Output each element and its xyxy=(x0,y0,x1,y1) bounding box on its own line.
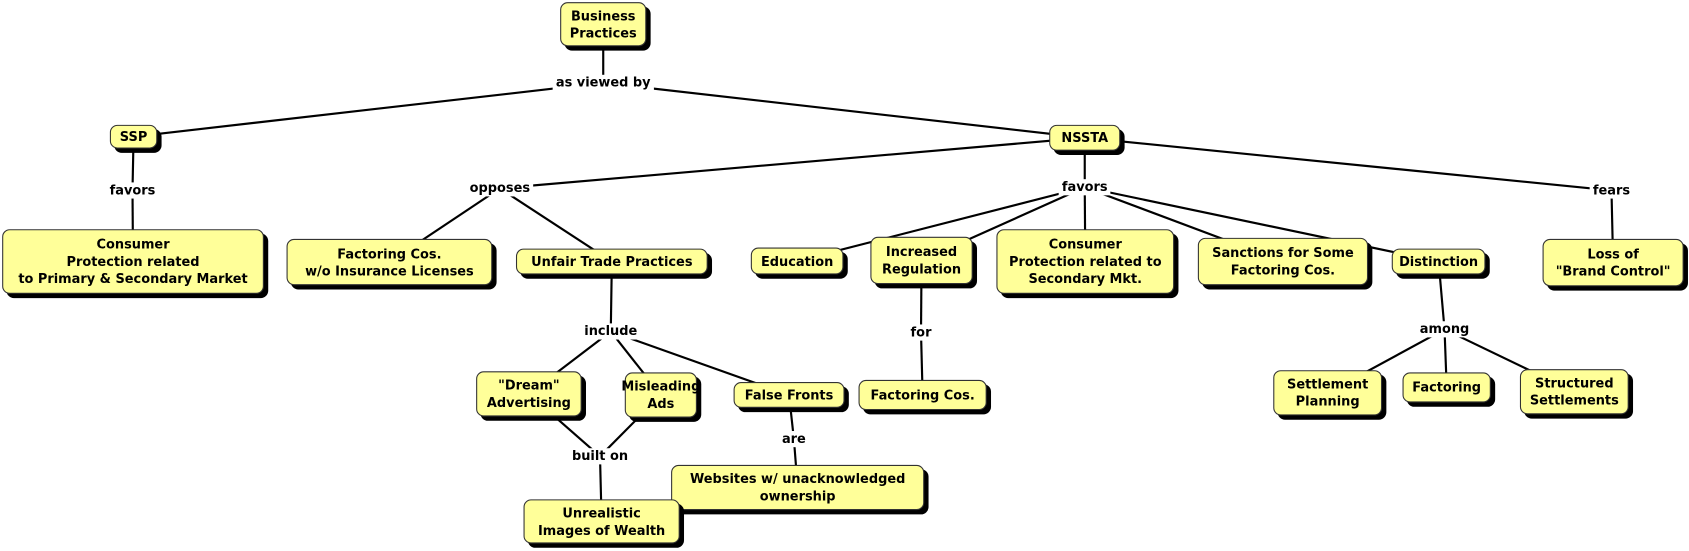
concept-node-business[interactable]: Business Practices xyxy=(560,2,647,47)
link-label-among: among xyxy=(1416,321,1473,338)
connector-nsstafavors-education xyxy=(796,186,1086,263)
connector-opposes-nssta xyxy=(499,136,1085,190)
concept-node-factoring[interactable]: Factoring xyxy=(1402,372,1491,403)
link-label-opposes: opposes xyxy=(466,180,534,197)
concept-node-factoring-noins[interactable]: Factoring Cos. w/o Insurance Licenses xyxy=(286,238,493,286)
concept-node-websites[interactable]: Websites w/ unacknowledged ownership xyxy=(671,464,925,511)
link-label-are: are xyxy=(778,431,810,448)
concept-node-sanctions[interactable]: Sanctions for Some Factoring Cos. xyxy=(1197,237,1369,286)
concept-node-settlement[interactable]: Settlement Planning xyxy=(1273,370,1383,416)
concept-node-ssp[interactable]: SSP xyxy=(109,124,158,149)
concept-node-falsefronts[interactable]: False Fronts xyxy=(733,382,845,408)
link-label-sspfavors: favors xyxy=(106,182,159,199)
connector-asviewed-ssp xyxy=(133,81,604,138)
link-label-nsstafavors: favors xyxy=(1058,179,1111,196)
connector-asviewed-nssta xyxy=(603,81,1085,139)
concept-node-misleading[interactable]: Misleading Ads xyxy=(621,372,700,418)
link-label-builton: built on xyxy=(568,448,632,465)
link-label-include: include xyxy=(581,323,641,340)
concept-node-unrealistic[interactable]: Unrealistic Images of Wealth xyxy=(523,499,680,544)
concept-node-consumer1[interactable]: Consumer Protection related to Primary &… xyxy=(2,229,264,294)
link-label-asviewed: as viewed by xyxy=(552,74,654,91)
concept-node-distinction[interactable]: Distinction xyxy=(1391,248,1486,275)
concept-node-education[interactable]: Education xyxy=(750,247,844,275)
concept-node-dream[interactable]: "Dream" Advertising xyxy=(476,371,582,417)
connector-nsstafavors-distinction xyxy=(1084,186,1439,263)
link-label-for: for xyxy=(907,324,935,341)
concept-node-unfair[interactable]: Unfair Trade Practices xyxy=(515,248,708,275)
connector-fears-nssta xyxy=(1084,136,1612,192)
concept-node-nssta[interactable]: NSSTA xyxy=(1049,124,1121,151)
concept-node-loss[interactable]: Loss of "Brand Control" xyxy=(1542,238,1684,287)
link-label-fears: fears xyxy=(1589,182,1634,199)
concept-node-consumer2[interactable]: Consumer Protection related to Secondary… xyxy=(996,229,1175,294)
concept-node-structured[interactable]: Structured Settlements xyxy=(1519,369,1629,415)
concept-node-increased[interactable]: Increased Regulation xyxy=(870,236,973,285)
concept-node-factoringcos[interactable]: Factoring Cos. xyxy=(858,379,987,411)
